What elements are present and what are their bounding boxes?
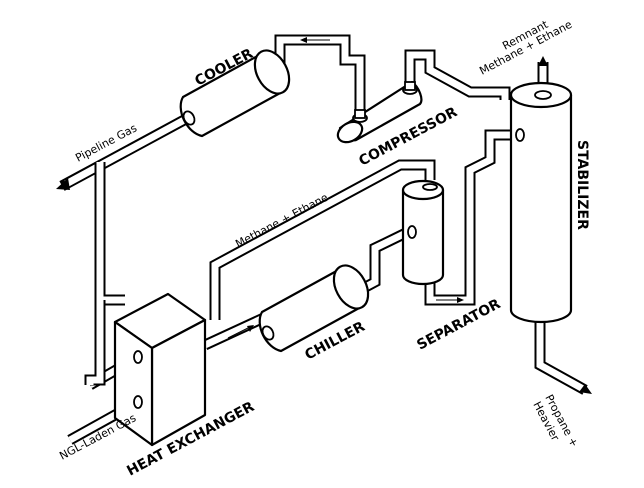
label-methane-ethane: Methane + Ethane [233, 191, 330, 251]
separator [401, 179, 445, 286]
heat-exchanger [113, 292, 207, 447]
stabilizer [509, 81, 573, 324]
cooler [179, 49, 291, 138]
label-stabilizer: STABILIZER [574, 140, 590, 230]
compressor [336, 80, 423, 144]
chiller [258, 264, 370, 353]
exit-arrows [56, 56, 592, 394]
